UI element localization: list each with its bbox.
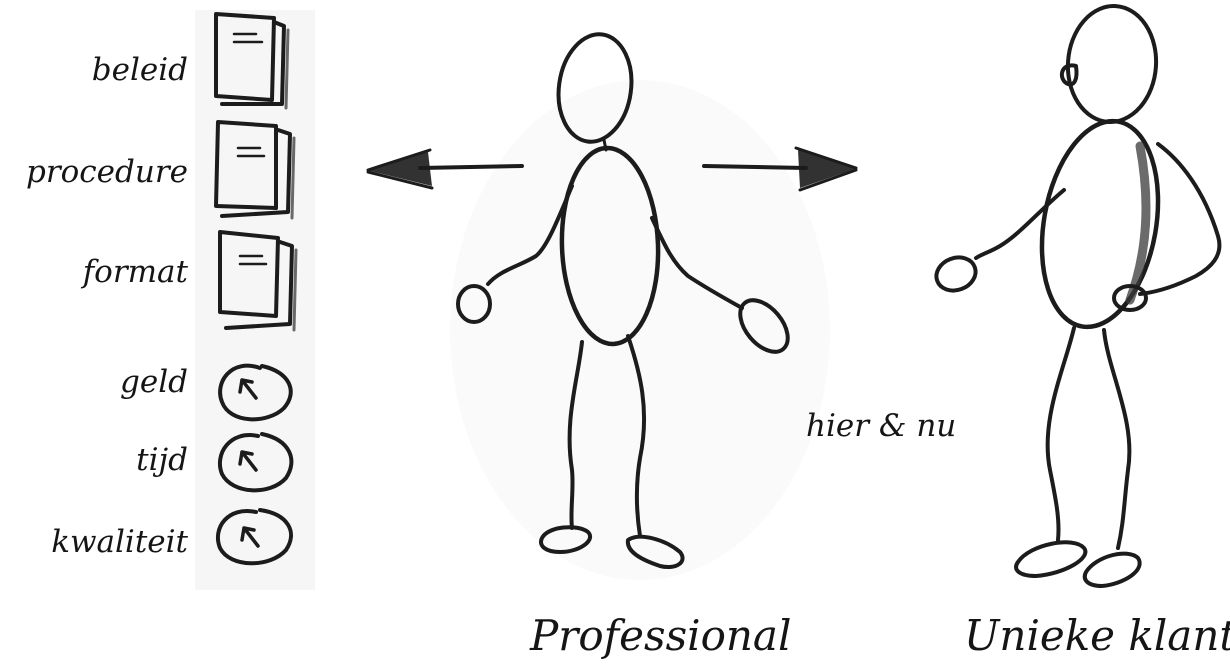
resource-label-kwaliteit: kwaliteit bbox=[51, 524, 188, 560]
resource-label-geld: geld bbox=[120, 364, 188, 400]
resource-label-tijd: tijd bbox=[136, 442, 188, 478]
resource-label-format: format bbox=[81, 254, 189, 290]
resource-label-beleid: beleid bbox=[92, 52, 188, 88]
resource-label-procedure: procedure bbox=[26, 154, 188, 190]
client-caption: Unieke klant bbox=[964, 611, 1230, 660]
context-label: hier & nu bbox=[806, 408, 956, 444]
professional-caption: Professional bbox=[529, 611, 791, 660]
paper-shade bbox=[450, 80, 830, 580]
client-figure bbox=[932, 3, 1220, 586]
